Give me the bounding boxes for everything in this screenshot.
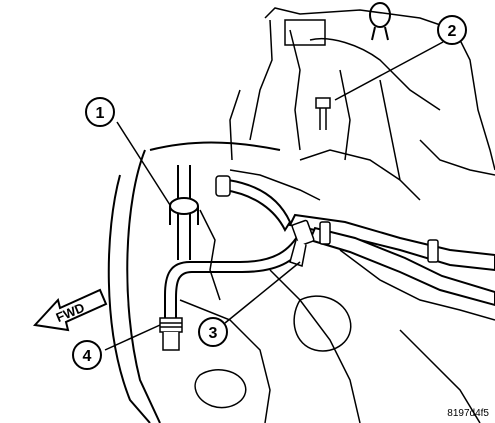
bleed-valve: [315, 97, 331, 130]
metal-coolant-line: [164, 231, 309, 320]
callout-3: 3: [198, 317, 228, 347]
svg-text:2: 2: [448, 23, 457, 40]
lifting-eye-bolt: [369, 2, 391, 41]
quick-connect-fitting: [289, 219, 315, 267]
heater-hoses: [223, 178, 495, 307]
callout-2: 2: [437, 15, 467, 45]
callout-leaders: [104, 41, 444, 351]
heater-tube-vertical: [169, 165, 199, 260]
svg-text:3: 3: [209, 325, 218, 342]
fwd-arrow: FWD: [32, 288, 108, 332]
engine-compartment-outline: [107, 141, 281, 423]
line-fitting-nut: [159, 317, 183, 351]
callout-4: 4: [72, 340, 102, 370]
callout-1: 1: [85, 97, 115, 127]
svg-text:4: 4: [83, 348, 92, 365]
figure-code: 8197d4f5: [447, 408, 489, 419]
svg-text:1: 1: [96, 105, 105, 122]
engine-block: [179, 7, 495, 423]
hose-clamps: [215, 175, 439, 263]
